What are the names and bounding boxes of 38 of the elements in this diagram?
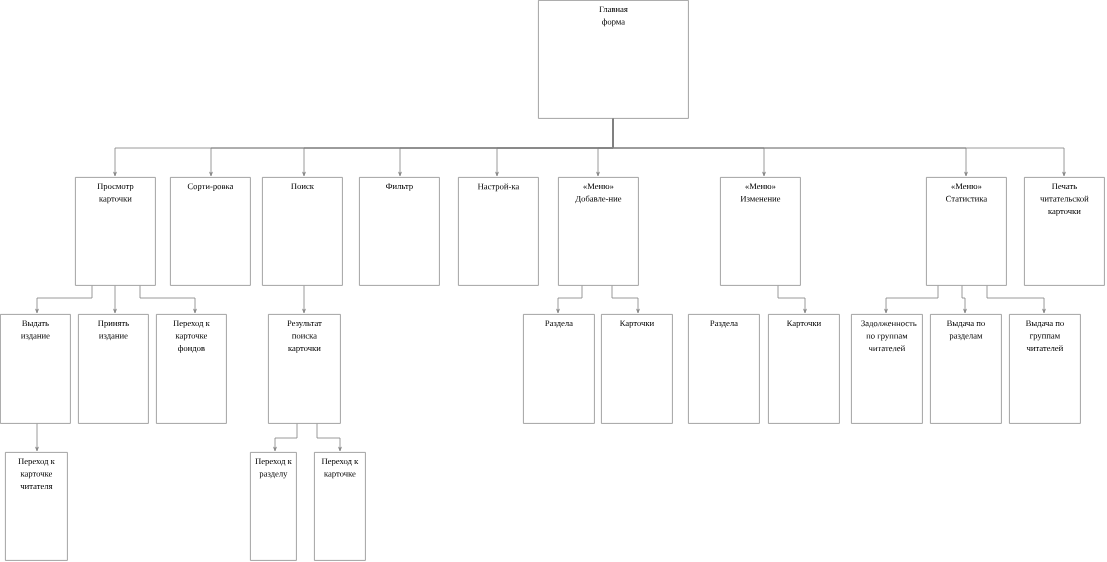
screen-box: Карточки	[768, 314, 840, 424]
screen-box: Главная форма	[538, 0, 689, 119]
arrow	[612, 118, 1066, 177]
arrow	[113, 285, 117, 314]
screen-box: Просмотр карточки	[75, 177, 156, 286]
screen-box: Переход к разделу	[250, 452, 297, 561]
screen-box: Принять издание	[78, 314, 149, 424]
screen-box: Фильтр	[359, 177, 440, 286]
arrow	[273, 423, 298, 452]
screen-box: Задолженность по группам читателей	[851, 314, 923, 424]
screen-box: Результат поиска карточки	[268, 314, 341, 424]
arrow	[556, 285, 583, 314]
screen-box: Раздела	[523, 314, 595, 424]
arrow	[35, 285, 93, 314]
screen-box: Переход к карточке читателя	[5, 452, 68, 561]
screen-box: Печать читательской карточки	[1024, 177, 1105, 286]
screen-box: Поиск	[262, 177, 343, 286]
arrow	[961, 285, 967, 314]
screen-box: Раздела	[688, 314, 760, 424]
screen-box: «Меню» Статистика	[926, 177, 1007, 286]
arrow	[777, 285, 807, 314]
arrow	[316, 423, 342, 452]
arrow	[139, 285, 197, 314]
screen-box: Выдача по разделам	[930, 314, 1002, 424]
screen-box: Переход к карточке	[314, 452, 366, 561]
arrow	[884, 285, 939, 314]
arrow	[986, 285, 1046, 314]
screen-box: Переход к карточке фондов	[156, 314, 227, 424]
screen-box: Выдать издание	[0, 314, 71, 424]
screen-box: Выдача по группам читателей	[1009, 314, 1081, 424]
screen-box: Карточки	[601, 314, 673, 424]
arrow	[302, 285, 306, 314]
screen-box: Настрой-ка	[458, 177, 539, 286]
screen-box: Сорти-ровка	[170, 177, 251, 286]
screen-box: «Меню» Изменение	[720, 177, 801, 286]
arrow	[35, 423, 39, 452]
arrow	[611, 285, 640, 314]
screen-box: «Меню» Добавле-ние	[558, 177, 639, 286]
